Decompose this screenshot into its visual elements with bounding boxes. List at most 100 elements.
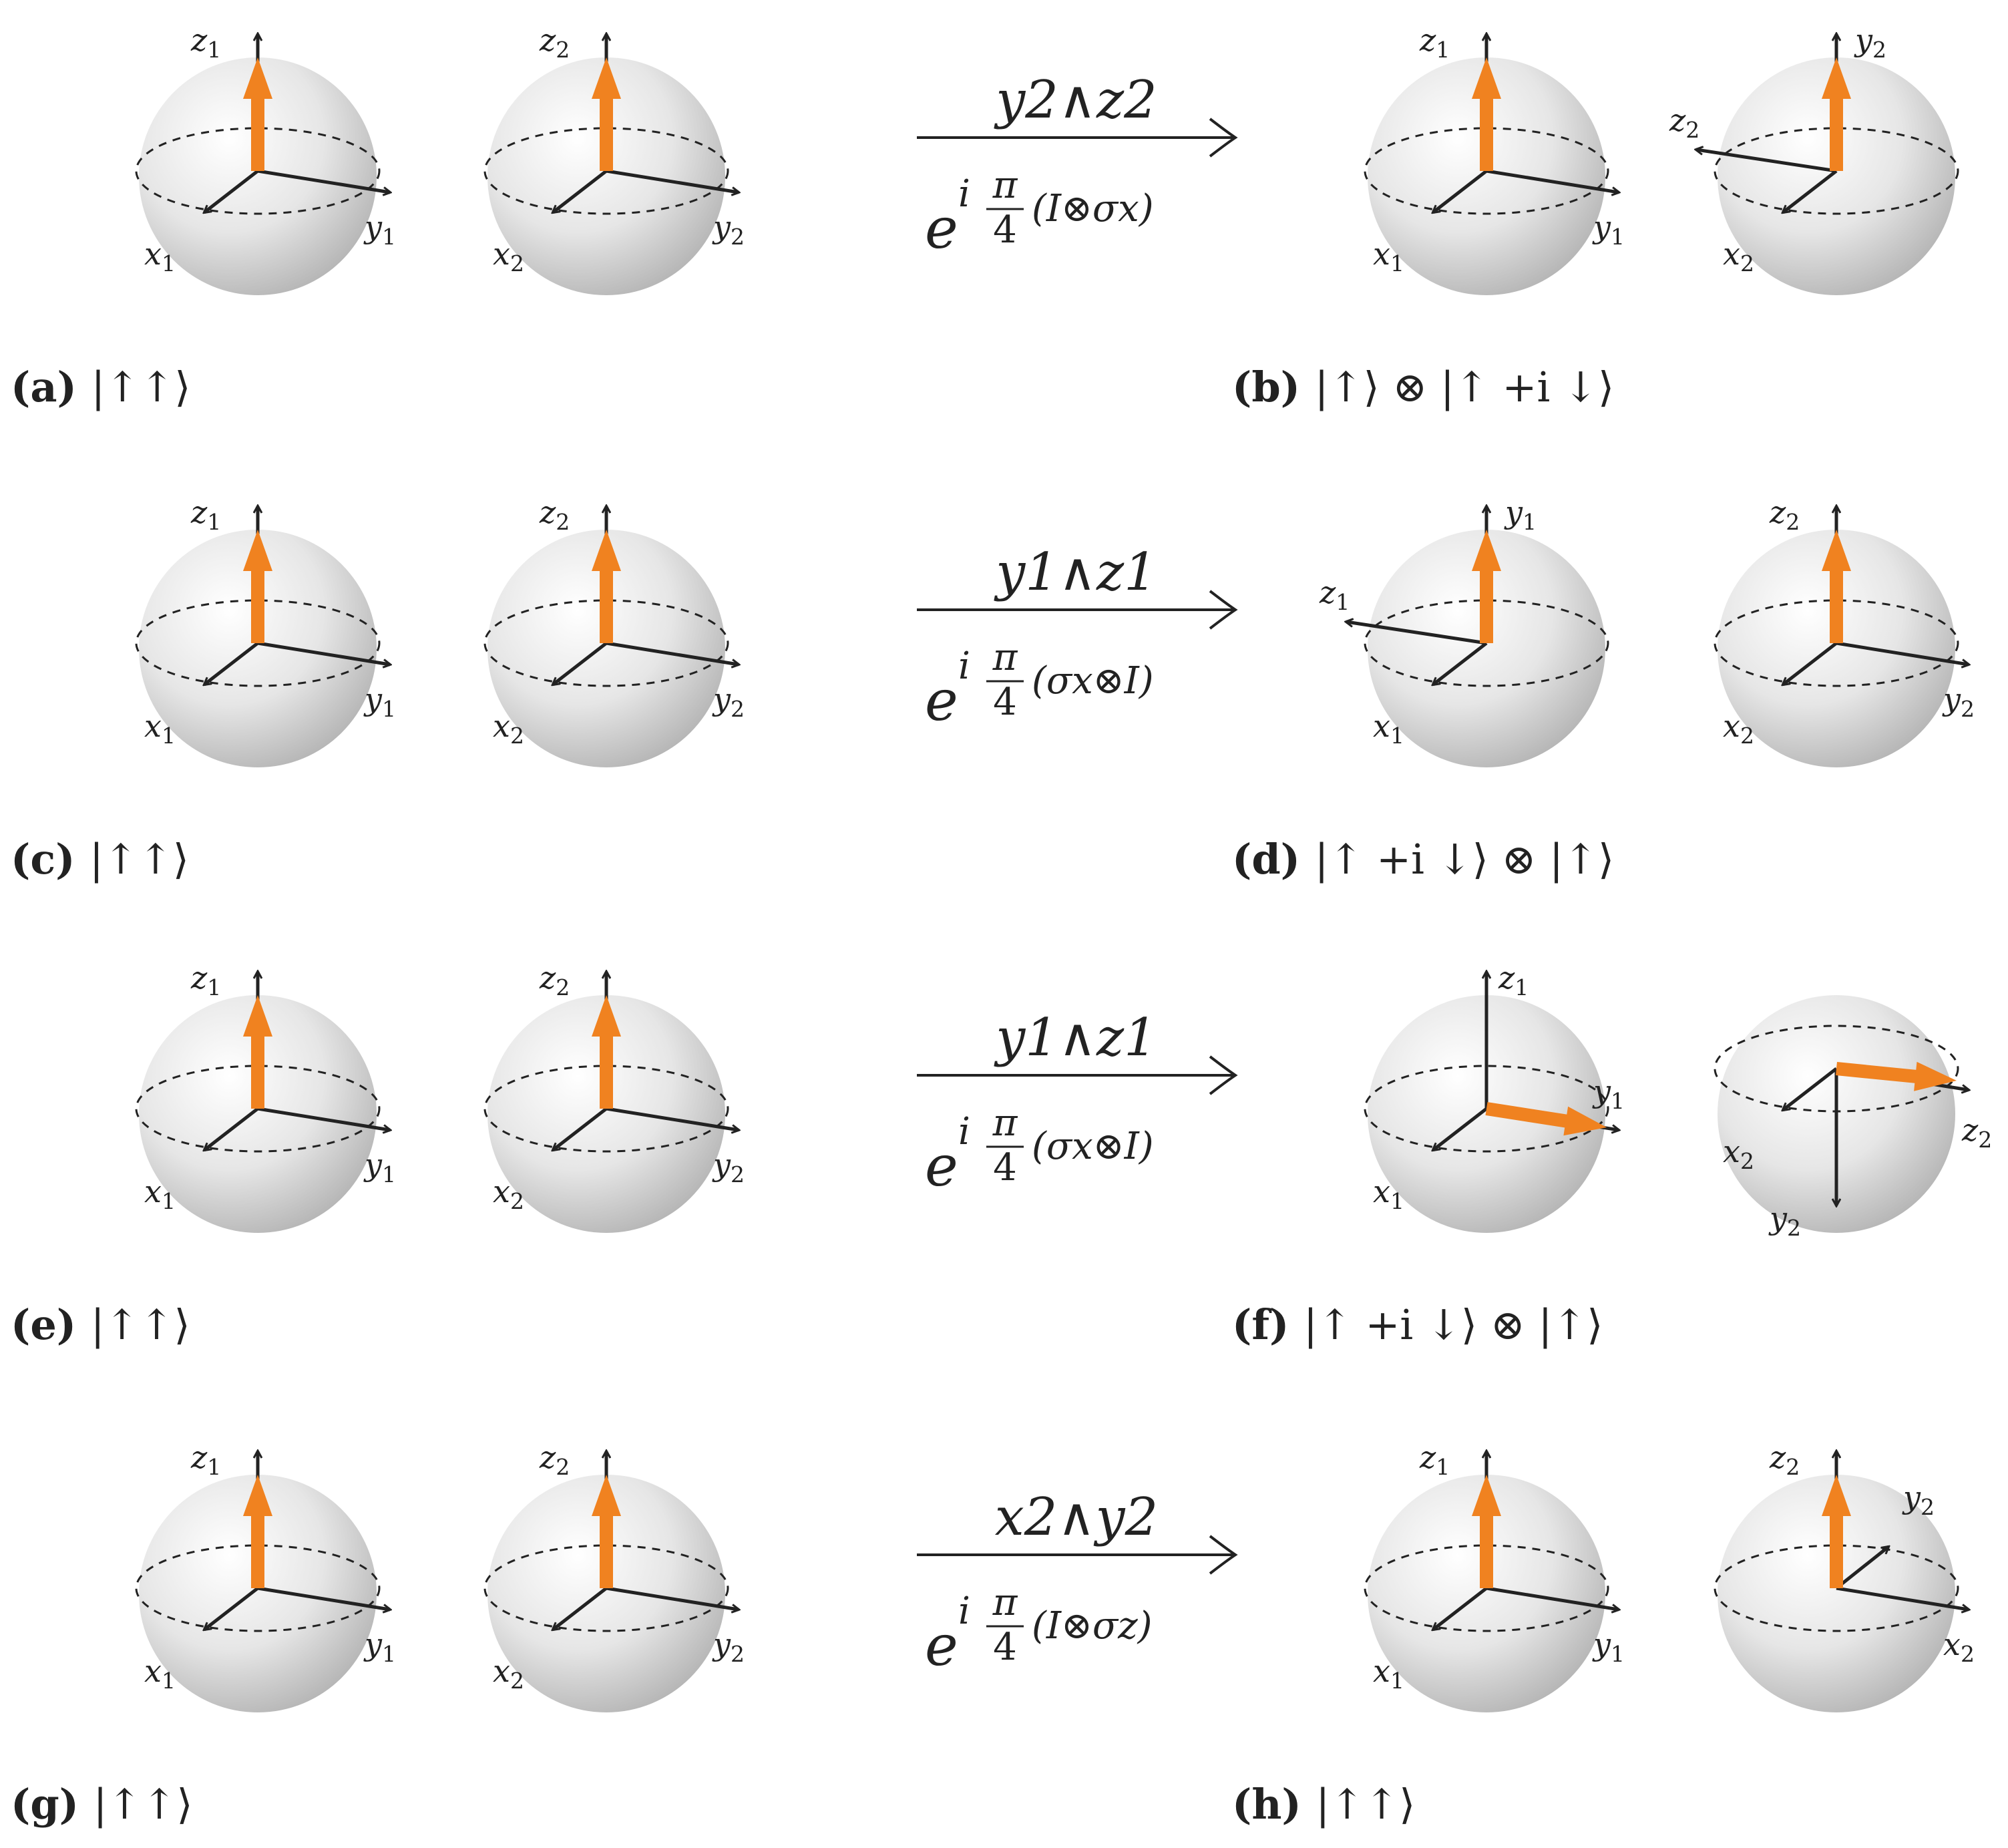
state-arrow — [243, 995, 272, 1109]
equator-ellipse — [483, 1544, 729, 1632]
axis-front — [1433, 1587, 1488, 1630]
axis-right — [606, 1586, 739, 1610]
equator-ellipse — [135, 127, 381, 215]
axis-label-front: x2 — [493, 1173, 524, 1214]
operator-exp-i: i — [958, 644, 970, 688]
operator-exp-i: i — [958, 1590, 970, 1633]
operator-frac-num: π — [992, 1101, 1018, 1145]
axis-label-up: z2 — [1769, 494, 1800, 535]
sphere-body — [1368, 530, 1605, 767]
operator-exp-base: e — [925, 1613, 958, 1678]
operator-label: y1∧z1 — [994, 542, 1157, 602]
sphere-body — [1718, 57, 1955, 295]
axis-front — [553, 1107, 608, 1150]
axis-front — [1433, 170, 1488, 212]
state-arrow — [592, 1475, 621, 1588]
axis-label-front: x1 — [1373, 1173, 1404, 1214]
axis-front — [1433, 1107, 1488, 1150]
axis-label-up: z2 — [539, 960, 570, 1000]
operator-frac-den: 4 — [993, 1626, 1017, 1669]
equator-ellipse — [135, 1065, 381, 1153]
equator-ellipse — [483, 599, 729, 687]
axis-label-left: z1 — [1319, 574, 1350, 615]
axis-label-up: z1 — [1498, 960, 1529, 1000]
axis-right — [1836, 641, 1969, 665]
sphere-body — [139, 995, 377, 1233]
state-arrow — [1822, 1475, 1851, 1588]
equator-ellipse — [1364, 1065, 1609, 1153]
axis-right — [257, 1586, 390, 1610]
axis-right — [1836, 1586, 1969, 1610]
axis-label-left: z2 — [1669, 102, 1699, 143]
state-arrow — [1472, 530, 1501, 643]
sphere-body — [1368, 57, 1605, 295]
operator-exp-base: e — [925, 668, 958, 733]
axis-front — [1783, 1067, 1838, 1110]
operator-frac-den: 4 — [993, 681, 1017, 724]
operator-frac-den: 4 — [993, 1146, 1017, 1189]
operator-frac-num: π — [992, 164, 1018, 207]
axis-label-right: y2 — [712, 1626, 745, 1667]
axis-label-right: y2 — [712, 1147, 745, 1187]
sphere-body — [1718, 530, 1955, 767]
axis-front — [1433, 642, 1488, 685]
axis-label-right: y1 — [363, 1626, 396, 1667]
axis-label-right: y1 — [363, 209, 396, 250]
state-arrow — [1822, 530, 1851, 643]
axis-label-right: y1 — [1592, 1626, 1625, 1667]
axis-right — [606, 1107, 739, 1130]
axis-front — [204, 1587, 259, 1630]
state-arrow — [592, 57, 621, 171]
equator-ellipse — [1364, 1544, 1609, 1632]
axis-label-up: z1 — [190, 494, 221, 535]
axis-label-front: x1 — [1373, 708, 1404, 749]
sphere-body — [487, 1475, 725, 1712]
axis-label-front: x2 — [493, 1653, 524, 1694]
axis-right — [257, 169, 390, 192]
equator-ellipse — [483, 1065, 729, 1153]
state-arrow — [1472, 1475, 1501, 1588]
operator-frac-den: 4 — [993, 208, 1017, 252]
axis-label-front: x2 — [1723, 1133, 1754, 1174]
operator-exp-i: i — [958, 172, 970, 216]
axis-right — [257, 1107, 390, 1130]
axis-back — [1835, 1547, 1888, 1590]
axis-label-down: y2 — [1768, 1200, 1801, 1241]
equator-ellipse — [1714, 127, 1959, 215]
sphere-body — [1718, 1475, 1955, 1712]
operator-label: y1∧z1 — [994, 1008, 1157, 1068]
operator-arrow-head — [1209, 118, 1238, 158]
caption-left: (e) |↑↑⟩ — [11, 1300, 190, 1349]
caption-right: (b) |↑⟩ ⊗ |↑ +i ↓⟩ — [1232, 363, 1614, 411]
state-arrow — [592, 530, 621, 643]
equator-ellipse — [483, 127, 729, 215]
axis-label-right: y2 — [712, 681, 745, 722]
operator-exp-base: e — [925, 196, 958, 261]
axis-label-right: y2 — [712, 209, 745, 250]
operator-label: x2∧y2 — [995, 1487, 1158, 1547]
axis-right — [606, 169, 739, 192]
equator-ellipse — [1364, 599, 1609, 687]
equator-ellipse — [1714, 1544, 1959, 1632]
state-arrow — [592, 995, 621, 1109]
axis-label-front: x2 — [493, 708, 524, 749]
axis-label-up: z2 — [1769, 1439, 1800, 1480]
state-arrow — [243, 57, 272, 171]
axis-label-up: z1 — [1419, 22, 1450, 63]
axis-front — [204, 1107, 259, 1150]
